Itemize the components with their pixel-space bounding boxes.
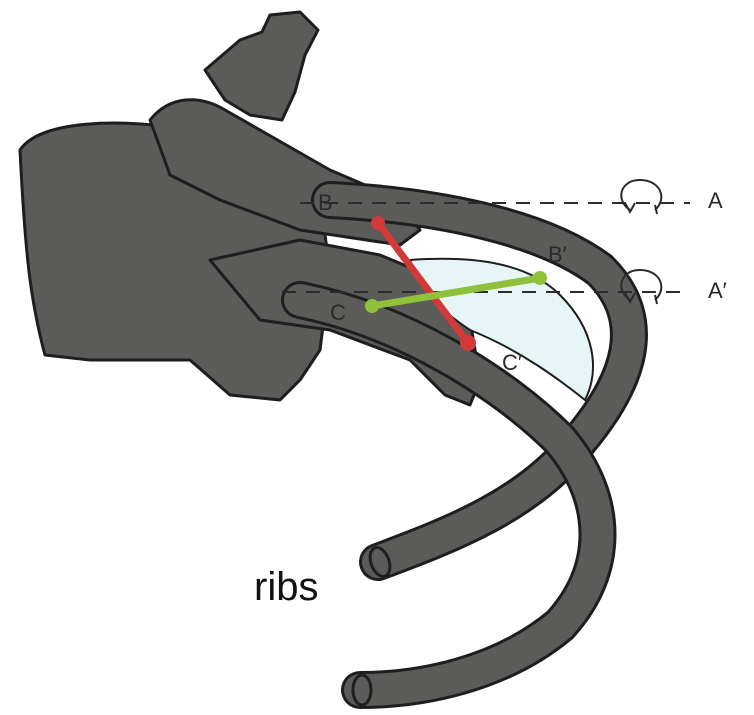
label-c-prime: C′ <box>502 350 522 375</box>
green-point-c <box>365 299 379 313</box>
red-point-c-prime <box>460 335 476 351</box>
label-c: C <box>330 300 346 325</box>
label-b-prime: B′ <box>548 242 567 267</box>
label-b: B <box>318 190 333 215</box>
label-a-prime: A′ <box>708 278 727 303</box>
rotation-arrow-icon <box>621 180 661 214</box>
ribs-caption: ribs <box>254 565 318 609</box>
green-point-b-prime <box>533 271 547 285</box>
red-point-b <box>371 216 385 230</box>
lower-rib-end <box>353 675 371 705</box>
label-a: A <box>708 188 723 213</box>
